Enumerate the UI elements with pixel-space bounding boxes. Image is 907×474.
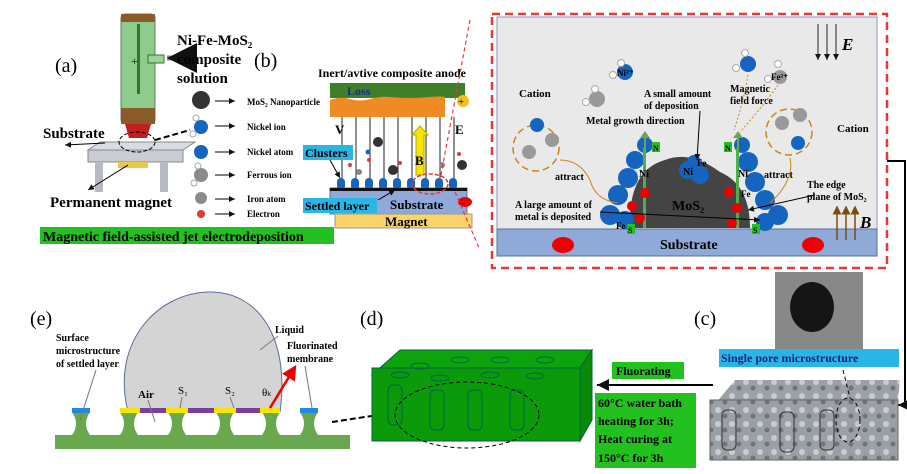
fe-label: Fe xyxy=(697,158,707,168)
deposition-detail-panel: Substrate E B Ni²⁺ Fe²⁺ Cation Cation N … xyxy=(490,12,907,411)
solution-label-line1: Ni-Fe-MoS₂ xyxy=(177,33,253,49)
surface-label-line2: microstructure xyxy=(56,346,121,357)
species-legend: MoS₂ Nanoparticle Nickel ion Nickel atom… xyxy=(189,91,320,219)
v-label: V xyxy=(335,122,345,137)
liquid-label: Liquid xyxy=(275,325,304,336)
metal-growth-label: Metal growth direction xyxy=(586,116,685,127)
legend-item: Electron xyxy=(247,209,280,219)
clusters-label: Clusters xyxy=(305,146,348,160)
panel-e-label: (e) xyxy=(30,308,52,330)
solution-label-line3: solution xyxy=(177,71,229,87)
fluorinated-label-line2: membrane xyxy=(287,354,334,365)
panel-b-label: (b) xyxy=(254,50,277,72)
e-label: E xyxy=(455,122,464,137)
attract-right-label: attract xyxy=(764,170,794,181)
surface-label-line3: of settled layer xyxy=(56,359,119,370)
iron-atom-icon xyxy=(195,192,207,204)
substrate-label: Substrate xyxy=(390,197,444,212)
panel-a: (a) + Ni-Fe-MoS₂ composite solution Subs… xyxy=(40,13,334,245)
contact-angle-label: θₖ xyxy=(262,387,272,399)
b-field-label: B xyxy=(859,213,871,232)
condition-line1: 60°C water bath xyxy=(598,396,682,410)
loss-label: Loss xyxy=(347,84,371,98)
legend-item: Nickel ion xyxy=(247,122,286,132)
legend-item: MoS₂ Nanoparticle xyxy=(247,97,320,107)
cation-cluster-right xyxy=(765,108,813,156)
ni-label: Ni xyxy=(683,167,693,178)
b-field-label: B xyxy=(415,153,424,168)
condition-line3: Heat curing at xyxy=(598,432,672,446)
panel-d-label: (d) xyxy=(360,308,383,330)
s1-label: S₁ xyxy=(178,385,188,397)
magnet-label: Magnet xyxy=(385,214,428,229)
fe-label: Fe xyxy=(616,221,626,231)
single-pore-label: Single pore microstructure xyxy=(721,351,859,365)
ferrous-ion-icon xyxy=(194,168,208,182)
large-deposit-line1: A large amount of xyxy=(515,200,593,211)
ni-ion-label: Ni²⁺ xyxy=(617,68,634,78)
panel-a-label: (a) xyxy=(55,55,77,77)
edge-plane-line1: The edge xyxy=(807,180,846,191)
legend-item: Nickel atom xyxy=(247,147,294,157)
permanent-magnet-label: Permanent magnet xyxy=(50,195,172,211)
small-deposition-line2: of deposition xyxy=(644,101,699,112)
edge-plane-line2: plane of MoS₂ xyxy=(807,192,867,203)
legend-item: Iron atom xyxy=(247,194,286,204)
magnetic-force-line1: Magnetic xyxy=(730,84,771,95)
cation-left-label: Cation xyxy=(519,88,551,100)
panel-c-label: (c) xyxy=(694,308,716,330)
fluorination-process: Fluorating 60°C water bath heating for 3… xyxy=(595,362,713,468)
solution-label-line2: composite xyxy=(177,52,241,68)
plus-icon: + xyxy=(458,96,464,108)
banner-title: Magnetic field-assisted jet electrodepos… xyxy=(43,230,304,245)
s2-label: S₂ xyxy=(225,385,235,397)
attract-left-label: attract xyxy=(555,172,585,183)
fluorinated-block xyxy=(371,367,581,442)
s-marker: S xyxy=(753,226,758,235)
substrate-label: Substrate xyxy=(660,238,718,253)
fluorinated-label-line1: Fluorinated xyxy=(287,341,338,352)
fe-ion-label: Fe²⁺ xyxy=(771,72,788,82)
minus-icon: - xyxy=(462,197,466,209)
anode-label: Inert/avtive composite anode xyxy=(318,66,467,80)
fluorating-label: Fluorating xyxy=(616,364,671,378)
n-marker: N xyxy=(653,144,659,153)
plus-icon: + xyxy=(131,54,138,68)
flow-connector xyxy=(887,160,907,411)
air-label: Air xyxy=(138,389,154,401)
condition-line4: 150°C for 3h xyxy=(598,451,664,465)
surface-label-line1: Surface xyxy=(56,333,89,344)
e-field-label: E xyxy=(841,35,853,54)
panel-d: (d) xyxy=(360,308,593,449)
cation-right-label: Cation xyxy=(837,123,869,135)
s-marker: S xyxy=(628,226,633,235)
n-marker: N xyxy=(725,144,731,153)
magnetic-force-line2: field force xyxy=(730,96,773,107)
liquid-droplet xyxy=(123,291,283,413)
settled-layer-label: Settled layer xyxy=(305,199,370,213)
mos2-particle xyxy=(629,156,750,228)
electron-icon xyxy=(197,210,205,218)
substrate-label: Substrate xyxy=(43,126,105,142)
legend-item: Ferrous ion xyxy=(247,170,292,180)
panel-b: (b) Inert/avtive composite anode Loss + … xyxy=(254,19,481,251)
small-deposition-line1: A small amount xyxy=(644,89,712,100)
banner-background xyxy=(40,227,334,244)
jet-nozzle-illustration: + xyxy=(86,13,197,192)
large-deposit-line2: metal is deposited xyxy=(515,212,592,223)
panel-c: (c) Single pore microstructure xyxy=(694,272,900,461)
mos2-nanoparticle-icon xyxy=(192,91,210,109)
porous-coating-block xyxy=(709,399,899,461)
condition-line2: heating for 3h; xyxy=(598,414,674,428)
fe-label: Fe xyxy=(741,189,751,199)
panel-e: (e) Surface microstructure of settled la… xyxy=(30,291,379,449)
cation-cluster-left xyxy=(512,124,560,172)
nickel-ion-icon xyxy=(194,120,208,134)
nickel-atom-icon xyxy=(194,145,208,159)
ni-label: Ni xyxy=(639,169,649,180)
ni-label: Ni xyxy=(738,169,748,180)
mos2-label: MoS₂ xyxy=(672,199,704,214)
zoom-frame xyxy=(490,12,889,270)
